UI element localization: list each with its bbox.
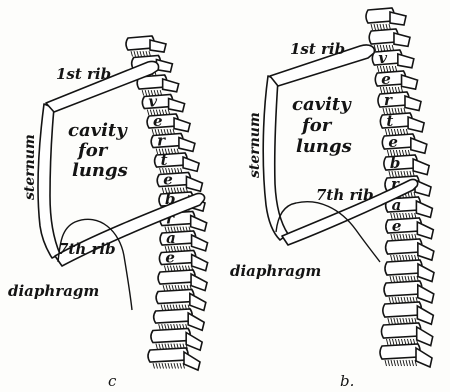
vertebra	[384, 155, 417, 170]
figure-caption-b: b.	[340, 372, 354, 390]
spinous-process	[184, 352, 200, 370]
spinous-process	[418, 264, 434, 282]
seventh-rib-label-b: 7th rib	[316, 186, 374, 204]
spinous-process	[188, 313, 204, 330]
vertebra	[157, 173, 190, 187]
intervertebral-disc	[385, 360, 417, 366]
spinous-process	[402, 75, 418, 89]
seventh-rib-label-a: 7th rib	[58, 240, 116, 258]
spinous-process	[417, 306, 433, 324]
figure-caption-a: c	[108, 372, 117, 390]
vertebra	[381, 323, 420, 338]
intervertebral-disc	[153, 363, 185, 368]
vertebra	[383, 302, 422, 317]
sternum-shape-a	[38, 104, 60, 258]
spinous-process	[190, 294, 206, 311]
vertebra-letter: e	[163, 171, 173, 189]
vertebra-letter: e	[165, 249, 175, 267]
spinous-process	[416, 348, 432, 367]
vertebra-letter: v	[378, 49, 387, 67]
spinous-process	[418, 243, 434, 260]
spinous-process	[390, 12, 406, 25]
vertebra	[385, 260, 422, 275]
first-rib-label-a: 1st rib	[56, 65, 111, 83]
first-rib-label-b: 1st rib	[290, 40, 345, 58]
spinous-process	[417, 222, 433, 239]
vertebra-letter: r	[157, 132, 166, 150]
vertebra-letter: t	[386, 112, 393, 130]
sternum-label-b: sternum	[247, 112, 263, 178]
vertebra	[382, 134, 415, 149]
spinous-process	[192, 235, 208, 251]
cavity-label-a: cavity for lungs	[68, 120, 133, 181]
vertebra	[158, 270, 195, 284]
spinous-process	[413, 159, 429, 175]
spinous-process	[174, 118, 190, 132]
spinous-process	[191, 216, 207, 231]
vertebra-letter: e	[388, 133, 398, 151]
vertebra	[151, 329, 190, 343]
spinous-process	[405, 96, 421, 111]
spinous-process	[394, 33, 410, 46]
vertebra-letter: e	[392, 217, 402, 235]
vertebra-letter: r	[384, 91, 393, 109]
sternum-label-a: sternum	[22, 134, 38, 200]
cavity-label-b: cavity for lungs	[292, 94, 357, 157]
sternum-shape-b	[263, 76, 288, 240]
vertebra	[380, 344, 420, 359]
vertebra-letter: t	[161, 151, 168, 169]
vertebra	[148, 348, 188, 362]
spinous-process	[179, 138, 195, 152]
vertebra	[155, 153, 188, 167]
spinous-process	[418, 285, 434, 303]
vertebra-letter: b	[390, 154, 401, 172]
spinous-process	[411, 138, 427, 153]
vertebra-letter: e	[153, 112, 163, 130]
vertebra-letter: v	[148, 93, 157, 111]
spinous-process	[183, 157, 199, 171]
vertebra-letter: e	[381, 70, 391, 88]
spinous-process	[163, 79, 179, 92]
vertebra-letter: a	[166, 229, 176, 247]
spinous-process	[191, 274, 207, 291]
spinous-process	[186, 333, 202, 351]
spinous-process	[150, 40, 166, 52]
spinous-process	[416, 201, 432, 217]
vertebra	[154, 309, 193, 323]
vertebra	[384, 281, 422, 296]
spinous-process	[186, 177, 202, 192]
spinous-process	[417, 327, 433, 346]
diaphragm-label-b: diaphragm	[230, 262, 321, 280]
spinous-process	[192, 255, 208, 271]
spinous-process	[408, 117, 424, 132]
spinous-process	[169, 99, 185, 112]
vertebra	[156, 290, 194, 304]
diaphragm-label-a: diaphragm	[8, 282, 99, 300]
spinous-process	[398, 54, 414, 68]
vertebra	[386, 239, 422, 254]
